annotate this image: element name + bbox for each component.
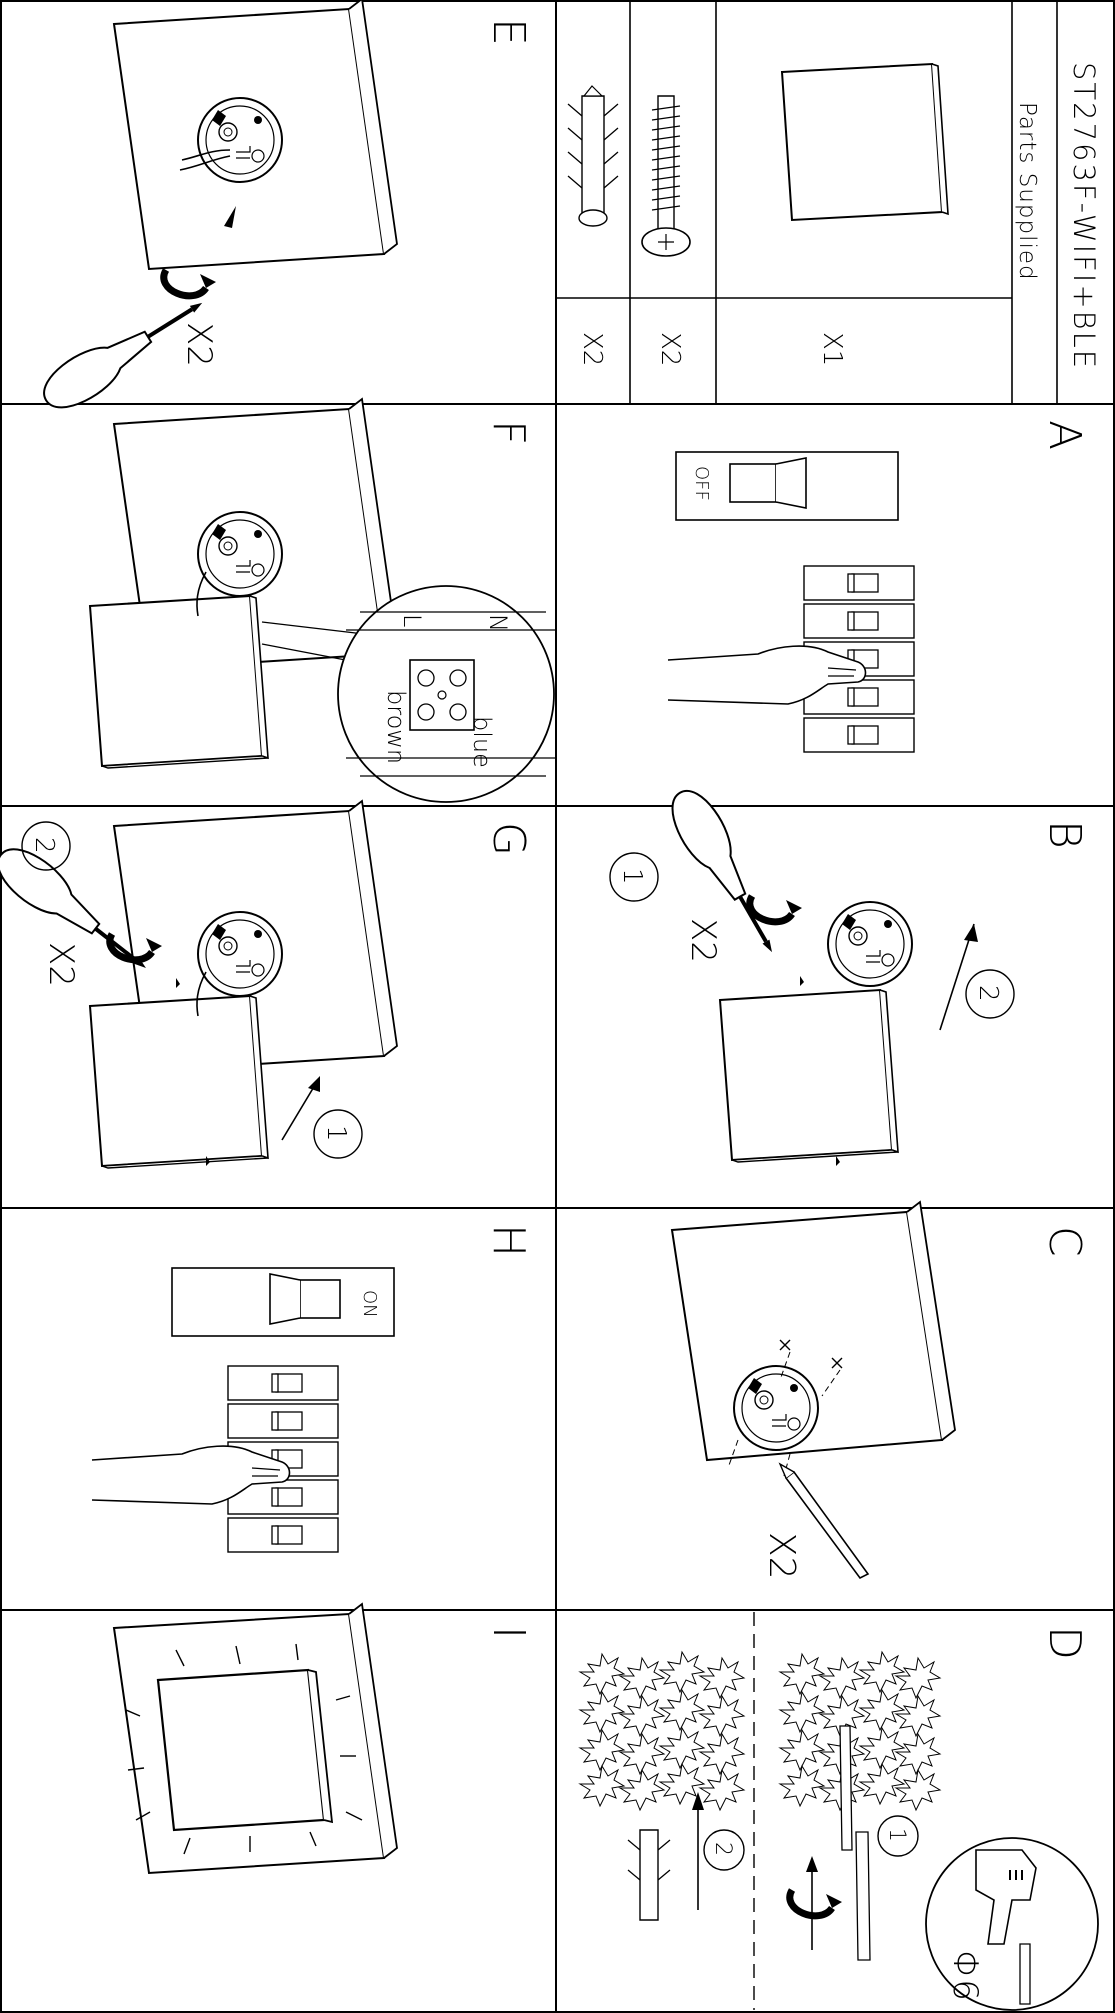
masonry-left xyxy=(580,1652,744,1810)
sub-step-d-1: 1 xyxy=(878,1816,918,1856)
panel-b xyxy=(720,990,898,1162)
parts-table: ST2763F-WIFI+BLE Parts Supplied X1 X2 X2 xyxy=(556,1,1101,404)
wiring-callout-f: L N brown blue xyxy=(338,586,556,802)
live-label: L xyxy=(398,614,426,627)
neutral-label: N xyxy=(484,614,512,632)
step-b: B X2 1 2 xyxy=(610,782,1090,1166)
svg-text:2: 2 xyxy=(29,837,59,854)
step-c-letter: C xyxy=(1039,1226,1090,1257)
step-f-letter: F xyxy=(483,420,534,445)
qty-wall-plug: X2 xyxy=(577,332,607,366)
sub-step-b-1: 1 xyxy=(610,853,658,901)
rotate-arrow-d xyxy=(790,1890,842,1916)
step-c: C X2 xyxy=(672,1202,1090,1580)
step-d-letter: D xyxy=(1039,1626,1090,1660)
screwdriver-b xyxy=(661,782,790,963)
mount-box-f xyxy=(198,512,282,596)
sub-step-b-2: 2 xyxy=(966,970,1014,1018)
panel-i xyxy=(158,1670,332,1830)
mount-box-g xyxy=(198,912,282,996)
drill-bit-d xyxy=(840,1726,870,1960)
svg-text:1: 1 xyxy=(617,868,647,885)
step-h-letter: H xyxy=(483,1224,534,1257)
qty-c: X2 xyxy=(761,1532,802,1580)
qty-e: X2 xyxy=(179,322,219,367)
drill-callout-d: Φ6 xyxy=(926,1838,1098,2010)
svg-text:1: 1 xyxy=(321,1125,351,1142)
brown-wire-label: brown xyxy=(382,690,410,764)
qty-b: X2 xyxy=(683,918,723,963)
qty-screw: X2 xyxy=(655,332,685,366)
step-e: E X2 xyxy=(35,0,534,419)
svg-text:2: 2 xyxy=(973,985,1003,1002)
step-d: D 2 1 xyxy=(580,1612,1098,2010)
step-i-letter: I xyxy=(483,1626,534,1639)
qty-g: X2 xyxy=(41,942,81,987)
step-h: H ON xyxy=(92,1224,534,1552)
step-a: A OFF xyxy=(668,420,1090,752)
sub-step-g-1: 1 xyxy=(314,1110,362,1158)
step-e-letter: E xyxy=(483,18,534,46)
parts-heading: Parts Supplied xyxy=(1014,102,1040,281)
svg-text:2: 2 xyxy=(710,1842,735,1856)
step-i: I xyxy=(114,1604,534,1873)
screw-part-image xyxy=(642,96,690,256)
wall-plug-d xyxy=(628,1830,670,1920)
wall-plug-part-image xyxy=(568,86,618,226)
mount-box-e xyxy=(198,98,282,182)
qty-panel: X1 xyxy=(817,332,847,366)
step-b-letter: B xyxy=(1039,820,1090,849)
sub-step-d-2: 2 xyxy=(704,1830,744,1870)
panel-g xyxy=(90,996,268,1168)
step-g-letter: G xyxy=(483,822,534,856)
switch-off-label: OFF xyxy=(691,466,712,501)
model-title: ST2763F-WIFI+BLE xyxy=(1067,62,1101,370)
mount-box-c xyxy=(734,1366,818,1450)
step-a-letter: A xyxy=(1039,420,1090,450)
panel-f xyxy=(90,596,268,768)
rotate-arrow-b xyxy=(750,896,802,922)
main-switch-on: ON xyxy=(172,1268,394,1336)
step-g: G X2 2 1 xyxy=(0,801,534,1168)
switch-on-label: ON xyxy=(359,1290,380,1318)
masonry-right xyxy=(780,1652,940,1810)
main-switch-off: OFF xyxy=(676,452,898,520)
svg-text:1: 1 xyxy=(884,1828,909,1842)
blue-wire-label: blue xyxy=(468,716,496,768)
step-f: F L N brown blue xyxy=(90,399,556,802)
rotate-arrow-e xyxy=(164,270,216,296)
drill-size: Φ6 xyxy=(945,1950,985,2001)
panel-part-image xyxy=(782,64,948,220)
mount-box-b xyxy=(828,902,912,986)
